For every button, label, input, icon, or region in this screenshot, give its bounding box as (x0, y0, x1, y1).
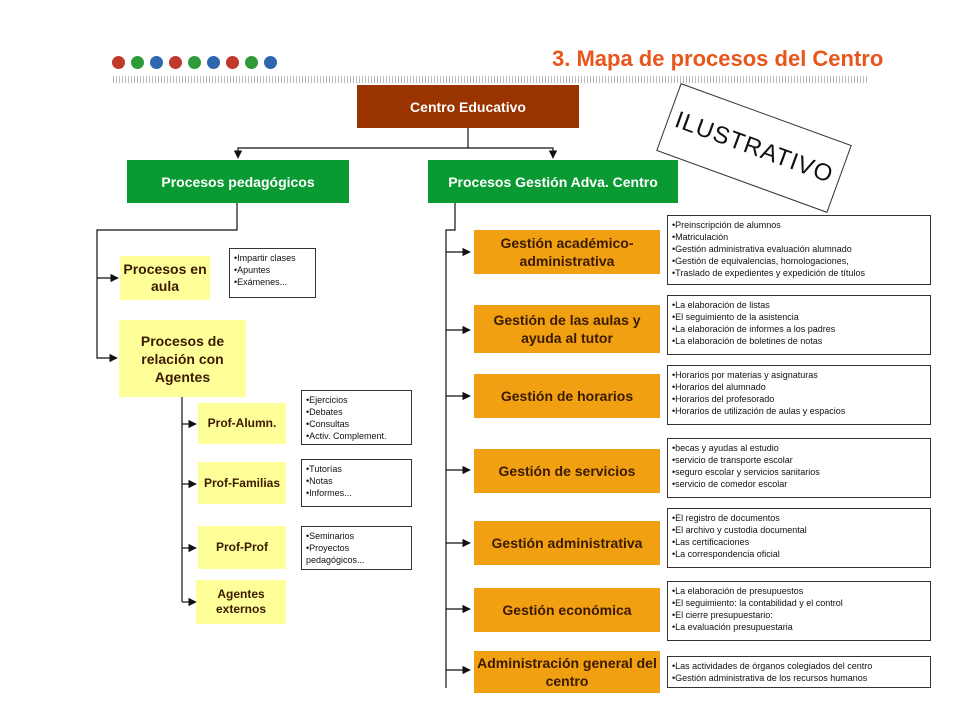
list-item: Traslado de expedientes y expedición de … (672, 267, 926, 279)
node-prof-prof: Prof-Prof (198, 526, 286, 569)
list-item: Seminarios (306, 530, 407, 542)
node-administracion-general: Administración general del centro (474, 651, 660, 693)
dot-icon (207, 56, 220, 69)
node-gestion-servicios: Gestión de servicios (474, 449, 660, 493)
list-item: La evaluación presupuestaria (672, 621, 926, 633)
list-item: Consultas (306, 418, 407, 430)
list-item: El seguimiento de la asistencia (672, 311, 926, 323)
list-item: Gestión administrativa evaluación alumna… (672, 243, 926, 255)
list-prof-prof: Seminarios Proyectos pedagógicos... (301, 526, 412, 570)
list-gestion-aulas: La elaboración de listas El seguimiento … (667, 295, 931, 355)
node-gestion-academico: Gestión académico-administrativa (474, 230, 660, 274)
node-procesos-relacion: Procesos de relación con Agentes (119, 320, 246, 397)
list-gestion-servicios: becas y ayudas al estudio servicio de tr… (667, 438, 931, 498)
list-item: becas y ayudas al estudio (672, 442, 926, 454)
list-item: La elaboración de boletines de notas (672, 335, 926, 347)
list-item: Matriculación (672, 231, 926, 243)
node-gestion-aulas: Gestión de las aulas y ayuda al tutor (474, 305, 660, 353)
list-item: servicio de comedor escolar (672, 478, 926, 490)
list-item: La elaboración de informes a los padres (672, 323, 926, 335)
list-item: Proyectos pedagógicos... (306, 542, 407, 566)
list-item: Debates (306, 406, 407, 418)
list-item: El registro de documentos (672, 512, 926, 524)
node-prof-alumn: Prof-Alumn. (198, 403, 286, 444)
list-item: Horarios de utilización de aulas y espac… (672, 405, 926, 417)
list-gestion-horarios: Horarios por materias y asignaturas Hora… (667, 365, 931, 425)
dot-icon (131, 56, 144, 69)
list-item: Horarios del alumnado (672, 381, 926, 393)
list-item: La elaboración de listas (672, 299, 926, 311)
list-item: Gestión administrativa de los recursos h… (672, 672, 926, 684)
page-title: 3. Mapa de procesos del Centro (552, 46, 884, 71)
list-item: La elaboración de presupuestos (672, 585, 926, 597)
dot-icon (112, 56, 125, 69)
root-node: Centro Educativo (357, 85, 579, 128)
node-gestion-administrativa: Gestión administrativa (474, 521, 660, 565)
list-gestion-economica: La elaboración de presupuestos El seguim… (667, 581, 931, 641)
list-item: El seguimiento: la contabilidad y el con… (672, 597, 926, 609)
list-item: Las actividades de órganos colegiados de… (672, 660, 926, 672)
list-item: Las certificaciones (672, 536, 926, 548)
list-item: Preinscripción de alumnos (672, 219, 926, 231)
list-item: seguro escolar y servicios sanitarios (672, 466, 926, 478)
list-item: Notas (306, 475, 407, 487)
decorative-dots (112, 56, 277, 69)
node-procesos-aula: Procesos en aula (120, 256, 210, 300)
list-item: La correspondencia oficial (672, 548, 926, 560)
dot-icon (188, 56, 201, 69)
list-gestion-academico: Preinscripción de alumnos Matriculación … (667, 215, 931, 285)
list-item: Horarios del profesorado (672, 393, 926, 405)
list-prof-familias: Tutorías Notas Informes... (301, 459, 412, 507)
branch-gestion: Procesos Gestión Adva. Centro (428, 160, 678, 203)
list-gestion-administrativa: El registro de documentos El archivo y c… (667, 508, 931, 568)
list-procesos-aula: Impartir clases Apuntes Exámenes... (229, 248, 316, 298)
list-item: servicio de transporte escolar (672, 454, 926, 466)
list-item: Impartir clases (234, 252, 311, 264)
list-item: Apuntes (234, 264, 311, 276)
dot-icon (169, 56, 182, 69)
list-prof-alumn: Ejercicios Debates Consultas Activ. Comp… (301, 390, 412, 445)
node-prof-familias: Prof-Familias (198, 462, 286, 504)
node-gestion-horarios: Gestión de horarios (474, 374, 660, 418)
branch-pedagogicos: Procesos pedagógicos (127, 160, 349, 203)
node-gestion-economica: Gestión económica (474, 588, 660, 632)
node-agentes-externos: Agentes externos (196, 580, 286, 624)
list-item: El archivo y custodia documental (672, 524, 926, 536)
list-item: Gestión de equivalencias, homologaciones… (672, 255, 926, 267)
list-item: Activ. Complement. (306, 430, 407, 442)
list-item: Horarios por materias y asignaturas (672, 369, 926, 381)
list-item: Exámenes... (234, 276, 311, 288)
header-rule (113, 76, 868, 83)
dot-icon (150, 56, 163, 69)
list-item: Ejercicios (306, 394, 407, 406)
dot-icon (264, 56, 277, 69)
list-administracion-general: Las actividades de órganos colegiados de… (667, 656, 931, 688)
list-item: Tutorías (306, 463, 407, 475)
dot-icon (226, 56, 239, 69)
dot-icon (245, 56, 258, 69)
list-item: El cierre presupuestario: (672, 609, 926, 621)
list-item: Informes... (306, 487, 407, 499)
